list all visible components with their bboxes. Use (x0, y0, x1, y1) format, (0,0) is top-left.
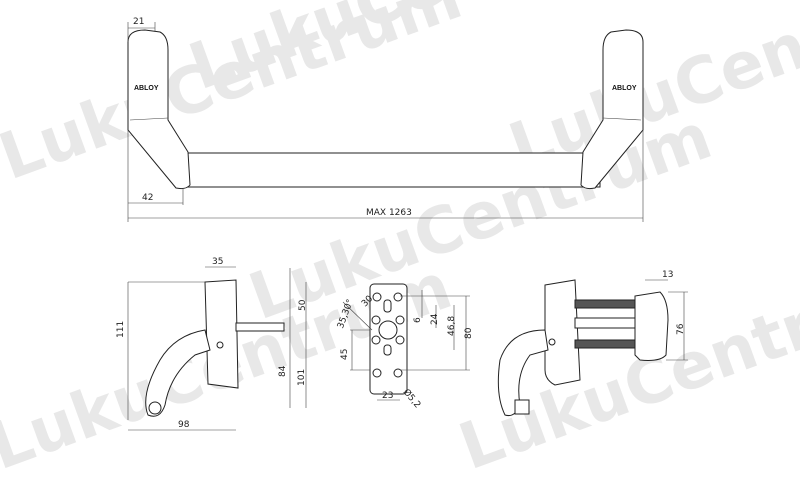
dim-45: 45 (340, 349, 350, 360)
side-view: 111 35 50 84 101 98 (116, 257, 308, 431)
brand-right: ABLOY (612, 85, 637, 92)
hole-diameter: Ø5,2 (401, 387, 423, 410)
mounting-plate-view: 80 46,8 24 6 45 23 Ø5,2 35,30° 30 (336, 283, 474, 410)
dim-101: 101 (297, 369, 307, 386)
dim-21: 21 (133, 17, 144, 27)
dim-84: 84 (278, 365, 288, 377)
top-view-push-bar: ABLOY ABLOY 21 42 MAX 1263 (127, 17, 644, 222)
dim-98: 98 (178, 420, 190, 430)
brand-left: ABLOY (134, 85, 159, 92)
left-head (127, 29, 191, 190)
dim-max-1263: MAX 1263 (366, 208, 412, 218)
dim-13: 13 (662, 270, 673, 280)
dim-76: 76 (676, 323, 686, 335)
dim-80: 80 (464, 327, 474, 339)
dim-50: 50 (298, 299, 308, 311)
dim-23: 23 (382, 391, 393, 401)
dim-111: 111 (116, 321, 126, 338)
dim-46-8: 46,8 (447, 316, 457, 336)
right-head (580, 29, 644, 190)
dim-6: 6 (413, 317, 423, 323)
dim-24: 24 (430, 313, 440, 325)
dim-35: 35 (212, 257, 223, 267)
dim-42: 42 (142, 193, 153, 203)
isometric-view: 13 76 (497, 270, 688, 416)
push-bar (179, 152, 601, 188)
